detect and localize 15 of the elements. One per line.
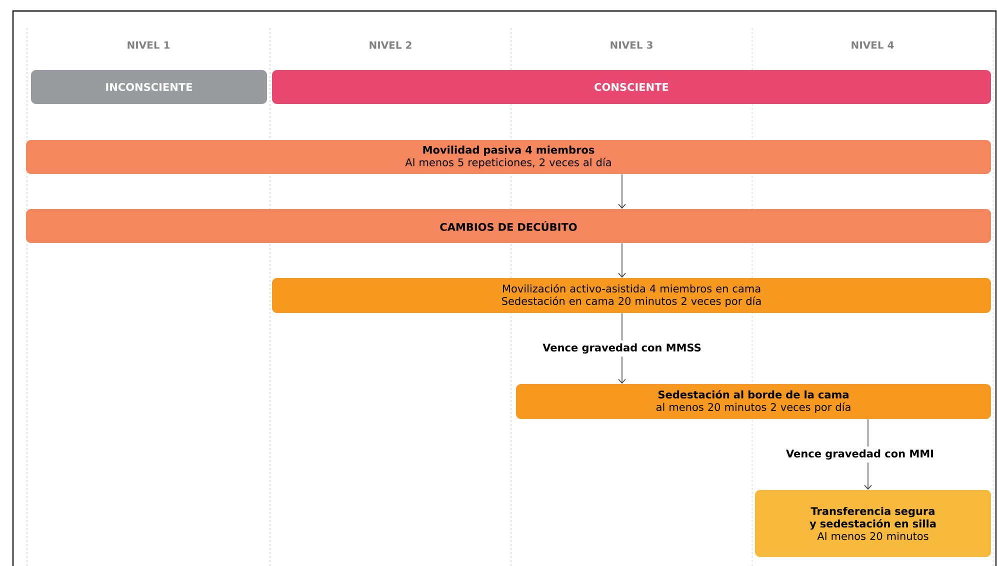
edge-label: Vence gravedad con MMSS xyxy=(542,343,701,354)
arrow xyxy=(618,174,626,209)
arrow xyxy=(618,242,626,278)
column-heading: NIVEL 3 xyxy=(610,41,652,49)
edge-label: Vence gravedad con MMI xyxy=(786,449,934,460)
activity-bar: Movilidad pasiva 4 miembros Al menos 5 repeticiones, 2 veces al día xyxy=(26,140,991,174)
activity-bar: Movilización activo-asistida 4 miembros en cama Sedestación en cama 20 minutos 2 veces por día xyxy=(272,278,991,313)
activity-box: Transferencia segura y sedestación en silla Al menos 20 minutos xyxy=(755,490,991,557)
state-bar: INCONSCIENTE xyxy=(31,70,267,104)
column-heading: NIVEL 2 xyxy=(370,41,412,49)
column-heading: NIVEL 1 xyxy=(128,41,170,49)
activity-bar: Sedestación al borde de la cama al menos 20 minutos 2 veces por día xyxy=(516,384,991,419)
state-bar: CONSCIENTE xyxy=(272,70,991,104)
activity-bar: CAMBIOS DE DECÚBITO xyxy=(26,209,991,243)
column-heading: NIVEL 4 xyxy=(852,41,894,49)
